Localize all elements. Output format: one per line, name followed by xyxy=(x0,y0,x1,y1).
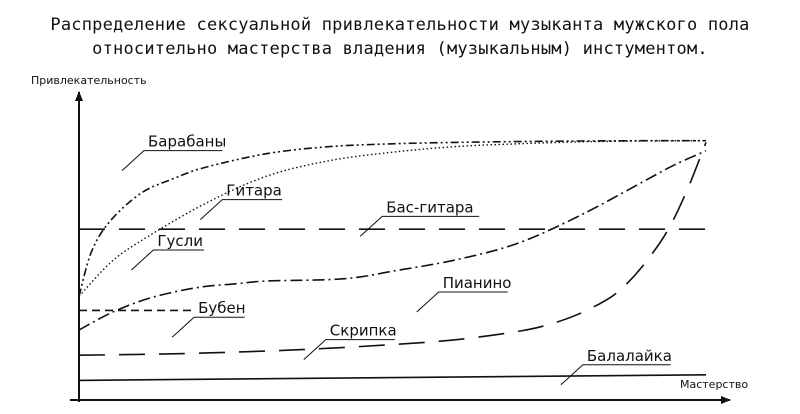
series-5-line xyxy=(78,150,707,331)
series-3-label-leader xyxy=(359,215,480,237)
series-8-line xyxy=(78,374,707,382)
series-2-label-leader xyxy=(199,199,283,220)
series-8-label: Балалайка xyxy=(587,347,672,365)
series-7-label-leader xyxy=(303,339,395,360)
series-1-label: Барабаны xyxy=(148,133,226,151)
series-2-label: Гитара xyxy=(226,182,282,200)
series-4-label: Гусли xyxy=(157,232,203,250)
series-lines xyxy=(78,139,707,382)
series-4-label-leader xyxy=(131,249,204,271)
axes: Привлекательность Мастерство xyxy=(31,74,748,404)
series-6-label-leader xyxy=(171,316,245,338)
chart-title: Распределение сексуальной привлекательно… xyxy=(50,15,750,35)
series-3-label: Бас-гитара xyxy=(386,198,473,216)
series-2-line xyxy=(78,140,707,297)
chart-title-block: Распределение сексуальной привлекательно… xyxy=(0,13,800,61)
x-axis-label: Мастерство xyxy=(680,378,748,391)
chart-subtitle: относительно мастерства владения (музыка… xyxy=(92,39,708,59)
series-1-line xyxy=(78,139,707,297)
y-axis-label: Привлекательность xyxy=(31,74,147,87)
series-5-label: Пианино xyxy=(443,274,512,292)
series-labels: БарабаныГитараБас-гитараГуслиПианиноБубе… xyxy=(121,133,672,386)
series-6-label: Бубен xyxy=(198,299,245,317)
series-8-label-leader xyxy=(560,364,671,386)
series-7-label: Скрипка xyxy=(330,322,397,340)
series-5-label-leader xyxy=(416,291,508,313)
series-1-label-leader xyxy=(121,150,223,171)
series-7-line xyxy=(78,142,707,356)
